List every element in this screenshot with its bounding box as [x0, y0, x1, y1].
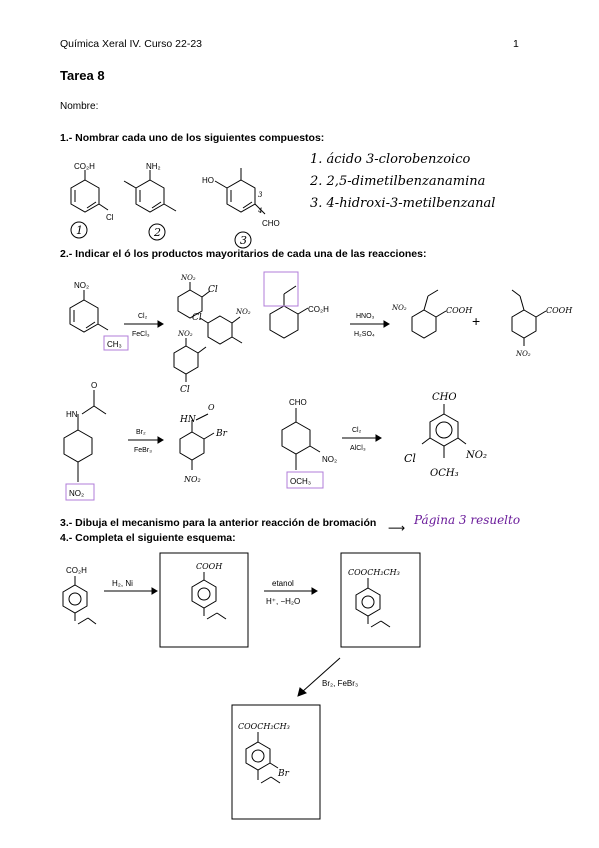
r4-reagent-top: Cl₂	[352, 427, 362, 434]
r3-p-hn: HN	[179, 415, 197, 425]
r2-p1-no2: NO₂	[391, 304, 407, 312]
scheme-box3-br: Br	[277, 769, 290, 779]
course-header: Química Xeral IV. Curso 22-23	[60, 38, 203, 50]
r4-p-no2: NO₂	[465, 450, 487, 461]
scheme-step2-bottom: H⁺, −H₂O	[266, 597, 300, 606]
r1-reagent-top: Cl₂	[138, 313, 148, 320]
r3-p-o: O	[208, 403, 215, 412]
r4-p-och3: OCH₃	[430, 468, 459, 479]
question-1: 1.- Nombrar cada uno de los siguientes c…	[60, 132, 325, 144]
r1-reactant-group: NO₂	[74, 281, 89, 290]
r4-reactant-cho: CHO	[289, 398, 307, 407]
r3-reagent-bottom: FeBr₃	[134, 447, 152, 454]
reaction-2-product-2	[511, 289, 547, 346]
c2-group-label: NH₂	[146, 162, 161, 171]
scheme-box-1	[159, 552, 249, 648]
r4-reactant-no2: NO₂	[322, 455, 337, 464]
q1-answer-1: 1. ácido 3-clorobenzoico	[310, 152, 471, 167]
c2-number: 2	[153, 226, 161, 239]
reaction-1-product-3	[173, 338, 207, 382]
r3-reactant-o: O	[91, 381, 97, 390]
r2-plus: +	[472, 313, 480, 329]
scheme-box1-label: COOH	[196, 562, 223, 571]
scheme-step3-reagent: Br₂, FeBr₃	[322, 679, 358, 688]
r2-p1-acid: COOH	[446, 306, 473, 315]
r1-reactant-sub: CH₃	[107, 340, 122, 349]
compound-2-structure	[123, 170, 177, 213]
reaction-1-product-1	[177, 282, 211, 319]
r2-reagent-bottom: H₂SO₄	[354, 331, 375, 338]
question-4: 4.- Completa el siguiente esquema:	[60, 532, 236, 544]
r2-p2-no2: NO₂	[515, 350, 531, 358]
scheme-start-structure	[62, 576, 97, 625]
r4-reactant-och3: OCH₃	[290, 477, 311, 486]
r3-reactant-nh: HN	[66, 410, 78, 419]
c1-group-label: CO₂H	[74, 162, 95, 171]
c3-pos-3: 3	[258, 191, 263, 199]
nombre-label: Nombre:	[60, 101, 99, 112]
page-number: 1	[513, 38, 519, 50]
r3-reactant-no2: NO₂	[69, 489, 84, 498]
scheme-step1-reagent: H₂, Ni	[112, 579, 133, 588]
r1-p3-no2: NO₂	[177, 330, 193, 338]
page-title: Tarea 8	[60, 68, 105, 83]
r3-reagent-top: Br₂	[136, 429, 146, 436]
reaction-3-reactant	[63, 390, 107, 482]
scheme-arrow-3	[301, 657, 341, 693]
r1-p3-cl: Cl	[180, 385, 190, 395]
r3-p-no2: NO₂	[183, 475, 201, 484]
r2-p2-acid: COOH	[546, 306, 573, 315]
c3-group-label: HO	[202, 176, 214, 185]
compound-1-structure	[70, 170, 109, 213]
q3-handnote: Página 3 resuelto	[414, 513, 521, 527]
compound-3-structure	[214, 168, 266, 215]
r1-p2-cl: Cl	[192, 313, 202, 323]
reaction-4-product	[421, 404, 467, 458]
question-3: 3.- Dibuja el mecanismo para la anterior…	[60, 517, 377, 529]
scheme-box-3-structure	[245, 732, 281, 784]
r1-p1-no2: NO₂	[180, 274, 196, 282]
scheme-box2-label: COOCH₂CH₃	[348, 568, 400, 577]
scheme-box-2	[340, 552, 421, 648]
r4-p-cho: CHO	[432, 392, 457, 403]
reaction-2-reactant	[269, 285, 309, 339]
c3-number: 3	[240, 234, 247, 247]
scheme-box-2-structure	[355, 578, 391, 628]
scheme-step2-top: etanol	[272, 579, 294, 588]
r1-p1-cl: Cl	[208, 285, 218, 295]
c1-number: 1	[76, 224, 83, 237]
q1-answer-3: 3. 4-hidroxi-3-metilbenzanal	[310, 196, 496, 211]
r4-p-cl: Cl	[404, 452, 416, 465]
r3-p-br: Br	[215, 429, 228, 439]
r2-reagent-top: HNO₃	[356, 313, 375, 320]
r1-reagent-bottom: FeCl₃	[132, 331, 150, 338]
reaction-2-product-1	[411, 289, 447, 339]
r2-reactant-group: CO₂H	[308, 305, 329, 314]
reaction-1-product-2	[199, 315, 243, 345]
c1-sub-label: Cl	[106, 213, 114, 222]
reaction-3-product	[179, 413, 215, 470]
c3-sub-label: CHO	[262, 219, 280, 228]
scheme-box3-label: COOCH₂CH₃	[238, 722, 290, 731]
q1-answer-2: 2. 2,5-dimetilbenzanamina	[310, 174, 486, 189]
scheme-box-1-structure	[191, 572, 227, 620]
arrow-icon: ⟶	[388, 521, 406, 535]
reaction-1-reactant	[69, 290, 109, 333]
question-2: 2.- Indicar el ó los productos mayoritar…	[60, 248, 427, 260]
reaction-4-reactant	[281, 408, 321, 470]
r4-reagent-bottom: AlCl₃	[350, 445, 366, 452]
c3-pos-4: 4	[257, 207, 262, 215]
r1-p2-no2: NO₂	[235, 308, 251, 316]
scheme-start-group: CO₂H	[66, 566, 87, 575]
scheme-box-3	[231, 704, 321, 820]
